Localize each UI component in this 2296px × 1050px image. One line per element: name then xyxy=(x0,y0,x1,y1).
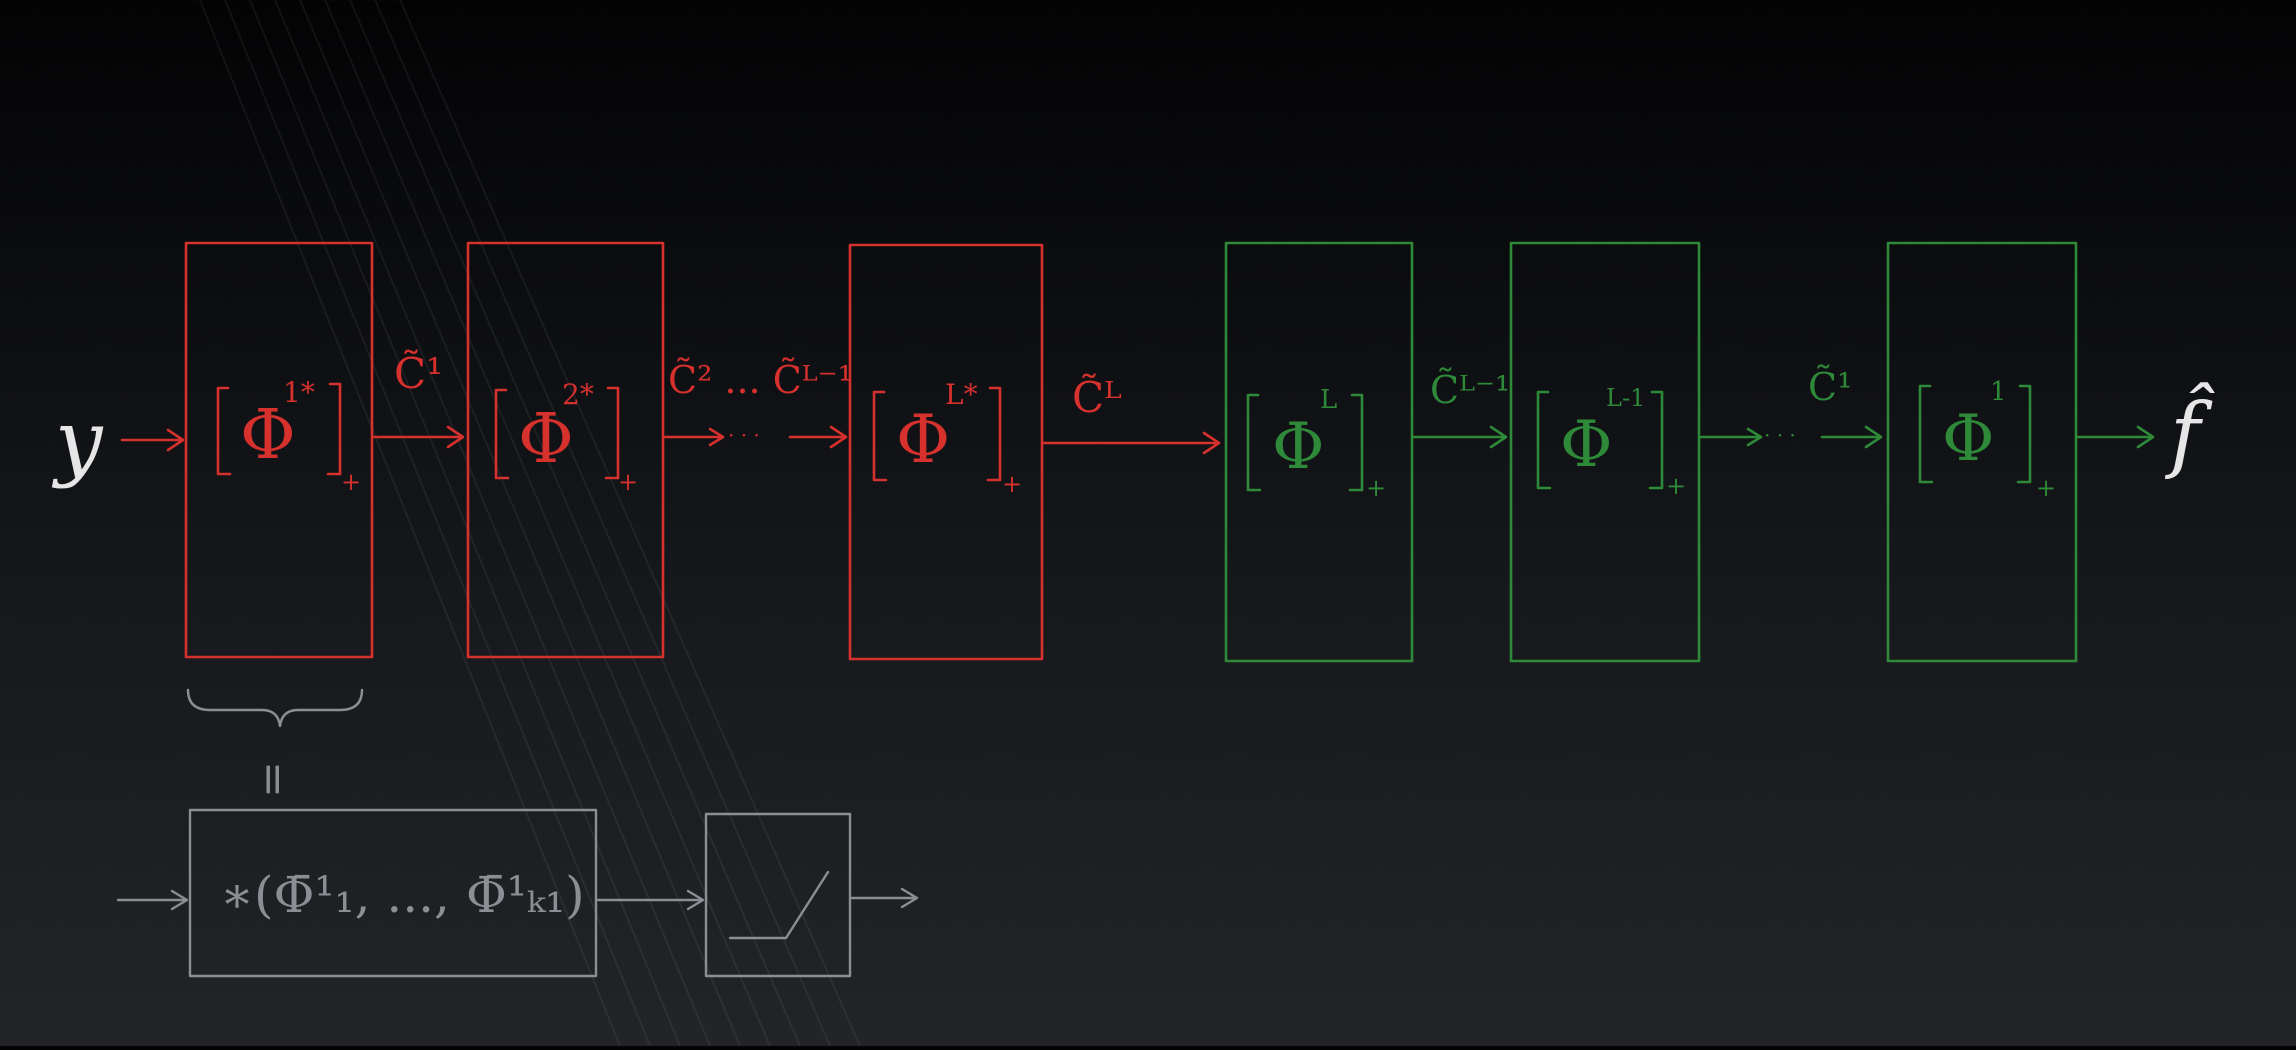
equals-sign: = xyxy=(248,761,299,798)
decoder-block-1-sup: L xyxy=(1320,385,1337,415)
encoder-arrow-3-label: C̃ᴸ xyxy=(1072,372,1122,422)
decoder-block-3: Φ 1 + xyxy=(1886,241,2078,663)
brace xyxy=(186,688,364,728)
decoder-block-3-operator: Φ xyxy=(1942,402,1994,476)
layer-detail: = ∗(Φ̄¹₁, ..., Φ̄¹ₖ₁) xyxy=(116,688,919,978)
decoder-block-2: Φ L-1 + xyxy=(1509,241,1701,663)
encoder-arrow-1-label: C̃¹ xyxy=(394,348,443,398)
decoder-arrow-2-dots: · · · xyxy=(1764,423,1796,447)
relu-icon xyxy=(728,870,830,940)
encoder: Φ 1* + C̃¹ Φ 2* + · · · C̃² ... C̃ᴸ⁻¹ xyxy=(120,241,1221,661)
encoder-arrow-2-label: C̃² ... C̃ᴸ⁻¹ xyxy=(668,358,853,402)
decoder-block-1: Φ L + xyxy=(1224,241,1414,663)
encoder-block-3-operator: Φ xyxy=(896,401,950,478)
encoder-block-3: Φ L* + xyxy=(848,243,1044,661)
convolution-label: ∗(Φ̄¹₁, ..., Φ̄¹ₖ₁) xyxy=(220,866,585,924)
decoder: Φ L + C̃ᴸ⁻¹ Φ L-1 + · · · C̃¹ xyxy=(1224,241,2155,663)
encoder-arrow-3: C̃ᴸ xyxy=(1042,372,1221,455)
input-label: y xyxy=(51,392,104,490)
encoder-arrow-2: · · · C̃² ... C̃ᴸ⁻¹ xyxy=(663,358,853,449)
decoder-block-3-sub: + xyxy=(2036,474,2056,502)
output-label: f̂ xyxy=(2164,382,2216,482)
decoder-block-1-operator: Φ xyxy=(1272,410,1324,484)
decoder-block-3-sup: 1 xyxy=(1990,377,2007,407)
encoder-arrow-1: C̃¹ xyxy=(372,348,465,449)
encoder-block-1-sup: 1* xyxy=(283,376,315,409)
encoder-block-2-operator: Φ xyxy=(518,400,574,479)
decoder-arrow-2-label: C̃¹ xyxy=(1808,365,1852,409)
decoder-arrow-1-label: C̃ᴸ⁻¹ xyxy=(1430,368,1510,412)
decoder-block-2-sup: L-1 xyxy=(1606,384,1645,412)
decoder-block-2-sub: + xyxy=(1666,472,1686,500)
encoder-arrow-2-dots: · · · xyxy=(728,423,760,447)
decoder-block-1-sub: + xyxy=(1366,474,1386,502)
encoder-block-1: Φ 1* + xyxy=(184,241,374,659)
encoder-block-3-sup: L* xyxy=(945,378,978,411)
encoder-block-1-operator: Φ xyxy=(240,396,296,475)
encoder-block-2-sup: 2* xyxy=(562,378,594,411)
decoder-block-2-operator: Φ xyxy=(1560,408,1612,482)
output-arrow xyxy=(2076,425,2155,449)
encoder-block-3-sub: + xyxy=(1002,470,1022,498)
encoder-block-2-sub: + xyxy=(618,468,638,496)
decoder-arrow-1: C̃ᴸ⁻¹ xyxy=(1412,368,1510,449)
decoder-arrow-2: · · · C̃¹ xyxy=(1699,365,1883,449)
convolution-box xyxy=(188,808,598,978)
input-arrow xyxy=(120,428,185,452)
encoder-block-1-sub: + xyxy=(341,468,361,496)
chalk-streak xyxy=(199,0,861,1047)
relu-box xyxy=(704,812,852,978)
encoder-block-2: Φ 2* + xyxy=(466,241,665,659)
